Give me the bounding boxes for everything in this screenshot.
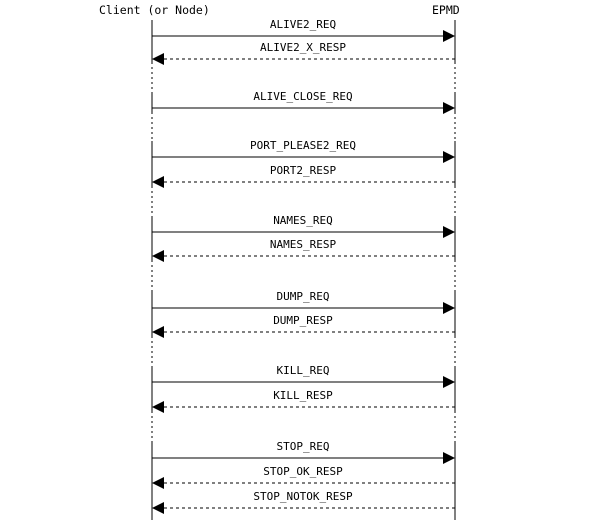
message-names-resp: NAMES_RESP xyxy=(152,238,455,262)
message-label: STOP_REQ xyxy=(277,440,330,453)
message-label: KILL_RESP xyxy=(273,389,333,402)
arrowhead-icon xyxy=(152,502,164,514)
participant-headers: Client (or Node) EPMD xyxy=(99,3,460,17)
participant-label-client: Client (or Node) xyxy=(99,3,210,17)
message-label: ALIVE2_REQ xyxy=(270,18,336,31)
message-label: DUMP_RESP xyxy=(273,314,333,327)
messages-group: ALIVE2_REQ ALIVE2_X_RESP ALIVE_CLOSE_REQ PO… xyxy=(152,18,455,514)
message-label: NAMES_REQ xyxy=(273,214,333,227)
message-label: STOP_OK_RESP xyxy=(263,465,343,478)
arrowhead-icon xyxy=(443,151,455,163)
message-label: NAMES_RESP xyxy=(270,238,337,251)
message-alive2-req: ALIVE2_REQ xyxy=(152,18,455,42)
arrowhead-icon xyxy=(443,102,455,114)
arrowhead-icon xyxy=(443,302,455,314)
message-label: DUMP_REQ xyxy=(277,290,330,303)
arrowhead-icon xyxy=(152,250,164,262)
arrowhead-icon xyxy=(152,326,164,338)
arrowhead-icon xyxy=(443,226,455,238)
message-label: ALIVE_CLOSE_REQ xyxy=(253,90,352,103)
message-names-req: NAMES_REQ xyxy=(152,214,455,238)
message-dump-req: DUMP_REQ xyxy=(152,290,455,314)
arrowhead-icon xyxy=(443,452,455,464)
arrowhead-icon xyxy=(443,30,455,42)
message-label: KILL_REQ xyxy=(277,364,330,377)
message-alive-close-req: ALIVE_CLOSE_REQ xyxy=(152,90,455,114)
message-stop-req: STOP_REQ xyxy=(152,440,455,464)
message-dump-resp: DUMP_RESP xyxy=(152,314,455,338)
message-kill-req: KILL_REQ xyxy=(152,364,455,388)
arrowhead-icon xyxy=(152,53,164,65)
message-kill-resp: KILL_RESP xyxy=(152,389,455,413)
message-stop-notok-resp: STOP_NOTOK_RESP xyxy=(152,490,455,514)
participant-label-epmd: EPMD xyxy=(432,3,460,17)
arrowhead-icon xyxy=(152,477,164,489)
arrowhead-icon xyxy=(152,176,164,188)
message-label: PORT2_RESP xyxy=(270,164,337,177)
message-port-please2-req: PORT_PLEASE2_REQ xyxy=(152,139,455,163)
message-label: ALIVE2_X_RESP xyxy=(260,41,346,54)
message-label: PORT_PLEASE2_REQ xyxy=(250,139,356,152)
message-label: STOP_NOTOK_RESP xyxy=(253,490,353,503)
message-alive2-x-resp: ALIVE2_X_RESP xyxy=(152,41,455,65)
lifelines-group xyxy=(151,20,456,520)
arrowhead-icon xyxy=(152,401,164,413)
message-port2-resp: PORT2_RESP xyxy=(152,164,455,188)
message-stop-ok-resp: STOP_OK_RESP xyxy=(152,465,455,489)
arrowhead-icon xyxy=(443,376,455,388)
